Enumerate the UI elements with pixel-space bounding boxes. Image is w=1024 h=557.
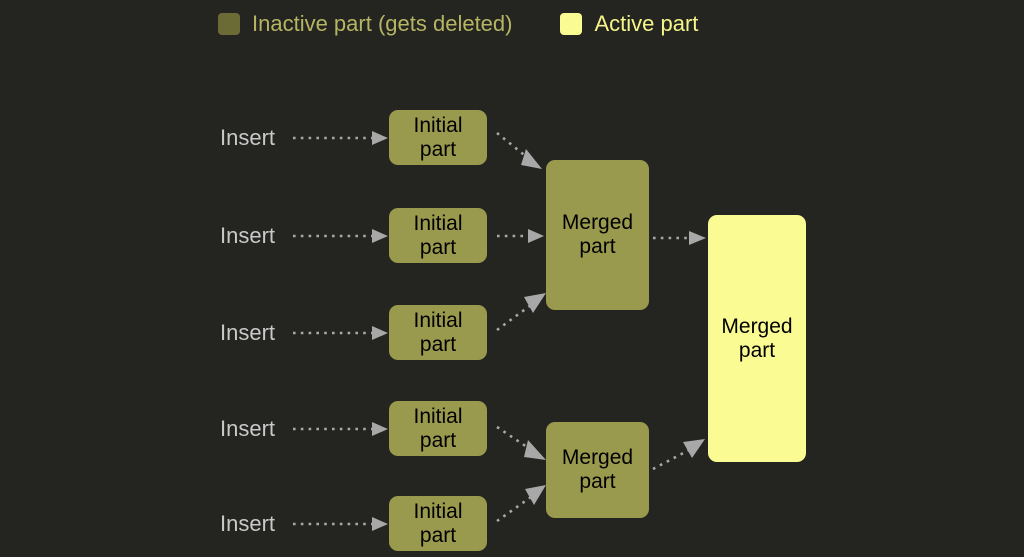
arrow-insert-1 — [293, 131, 388, 145]
legend-entry-inactive: Inactive part (gets deleted) — [218, 13, 512, 35]
legend-spacer — [512, 24, 560, 25]
arrow-initial3-to-merged1 — [496, 293, 546, 332]
initial-part-box-2[interactable]: Initial part — [389, 208, 487, 263]
initial-part-label-3: Initial part — [413, 308, 463, 356]
arrow-insert-4 — [293, 422, 388, 436]
initial-part-box-3[interactable]: Initial part — [389, 305, 487, 360]
arrow-initial1-to-merged1 — [496, 131, 542, 169]
merged-part-box-1[interactable]: Merged part — [546, 160, 649, 310]
legend-label-active: Active part — [594, 11, 699, 36]
arrow-insert-3 — [293, 326, 388, 340]
arrow-initial2-to-merged1 — [497, 229, 544, 243]
legend-entry-active: Active part — [560, 13, 698, 35]
initial-part-label-1: Initial part — [413, 113, 463, 161]
active-swatch-icon — [560, 13, 583, 35]
merged-part-label-2: Merged part — [561, 446, 634, 493]
insert-label-1: Insert — [220, 125, 276, 150]
final-merged-part-label: Merged part — [721, 314, 793, 362]
initial-part-label-4: Initial part — [413, 404, 463, 452]
arrow-insert-5 — [293, 517, 388, 531]
insert-label-4: Insert — [220, 416, 276, 441]
initial-part-box-1[interactable]: Initial part — [389, 110, 487, 165]
insert-label-2: Insert — [220, 223, 276, 248]
arrow-merged2-to-final — [652, 439, 705, 471]
legend-label-inactive: Inactive part (gets deleted) — [252, 11, 513, 36]
arrow-initial5-to-merged2 — [496, 485, 546, 523]
initial-part-box-5[interactable]: Initial part — [389, 496, 487, 551]
arrow-initial4-to-merged2 — [496, 425, 546, 460]
merged-part-label-1: Merged part — [561, 211, 634, 258]
legend: Inactive part (gets deleted) Active part — [218, 8, 698, 40]
insert-label-5: Insert — [220, 511, 276, 536]
initial-part-label-5: Initial part — [413, 499, 463, 547]
initial-part-box-4[interactable]: Initial part — [389, 401, 487, 456]
merged-part-box-2[interactable]: Merged part — [546, 422, 649, 518]
inactive-swatch-icon — [218, 13, 240, 35]
arrow-insert-2 — [293, 229, 388, 243]
arrow-merged1-to-final — [653, 231, 706, 245]
insert-label-3: Insert — [220, 320, 276, 345]
final-merged-part-box[interactable]: Merged part — [708, 215, 806, 462]
initial-part-label-2: Initial part — [413, 211, 463, 259]
